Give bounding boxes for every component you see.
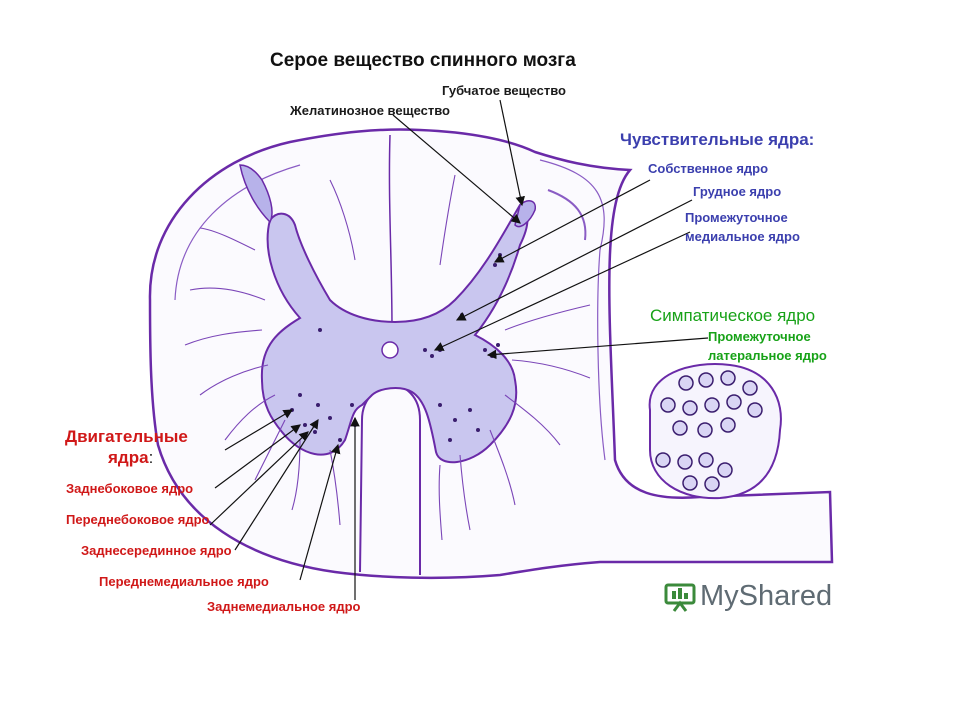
label-intermediolateral-line1: Промежуточное bbox=[708, 329, 811, 344]
motor-nuclei-heading-line2: ядра: bbox=[108, 448, 153, 468]
motor-heading-colon: : bbox=[148, 448, 154, 467]
label-spongy-substance: Губчатое вещество bbox=[442, 83, 567, 98]
label-anterolateral-nucleus: Переднебоковое ядро bbox=[66, 512, 210, 527]
label-proper-nucleus: Собственное ядро bbox=[648, 161, 769, 176]
grey-matter bbox=[260, 203, 529, 464]
label-posteromedial-nucleus: Заднемедиальное ядро bbox=[207, 599, 361, 614]
motor-heading-word: ядра bbox=[108, 448, 149, 467]
label-posterolateral-nucleus: Заднебоковое ядро bbox=[66, 481, 194, 496]
motor-nuclei-heading-line1: Двигательные bbox=[65, 427, 188, 446]
label-intermediomedial-line2: медиальное ядро bbox=[685, 229, 800, 244]
page-title: Серое вещество спинного мозга bbox=[270, 50, 576, 71]
presentation-board-icon bbox=[664, 583, 696, 612]
label-gelatinous-substance: Желатинозное вещество bbox=[290, 103, 450, 118]
sensory-nuclei-heading: Чувствительные ядра: bbox=[620, 130, 815, 149]
watermark-brand: MyShared bbox=[700, 580, 833, 612]
label-thoracic-nucleus: Грудное ядро bbox=[693, 184, 782, 199]
label-anteromedial-nucleus: Переднемедиальное ядро bbox=[99, 574, 269, 589]
label-posterocentral-nucleus: Заднесерединное ядро bbox=[81, 543, 232, 558]
myshared-watermark: MyShared bbox=[664, 580, 832, 613]
sympathetic-nucleus-heading: Симпатическое ядро bbox=[650, 306, 816, 325]
label-intermediomedial-line1: Промежуточное bbox=[685, 210, 788, 225]
label-intermediolateral-line2: латеральное ядро bbox=[708, 348, 827, 363]
